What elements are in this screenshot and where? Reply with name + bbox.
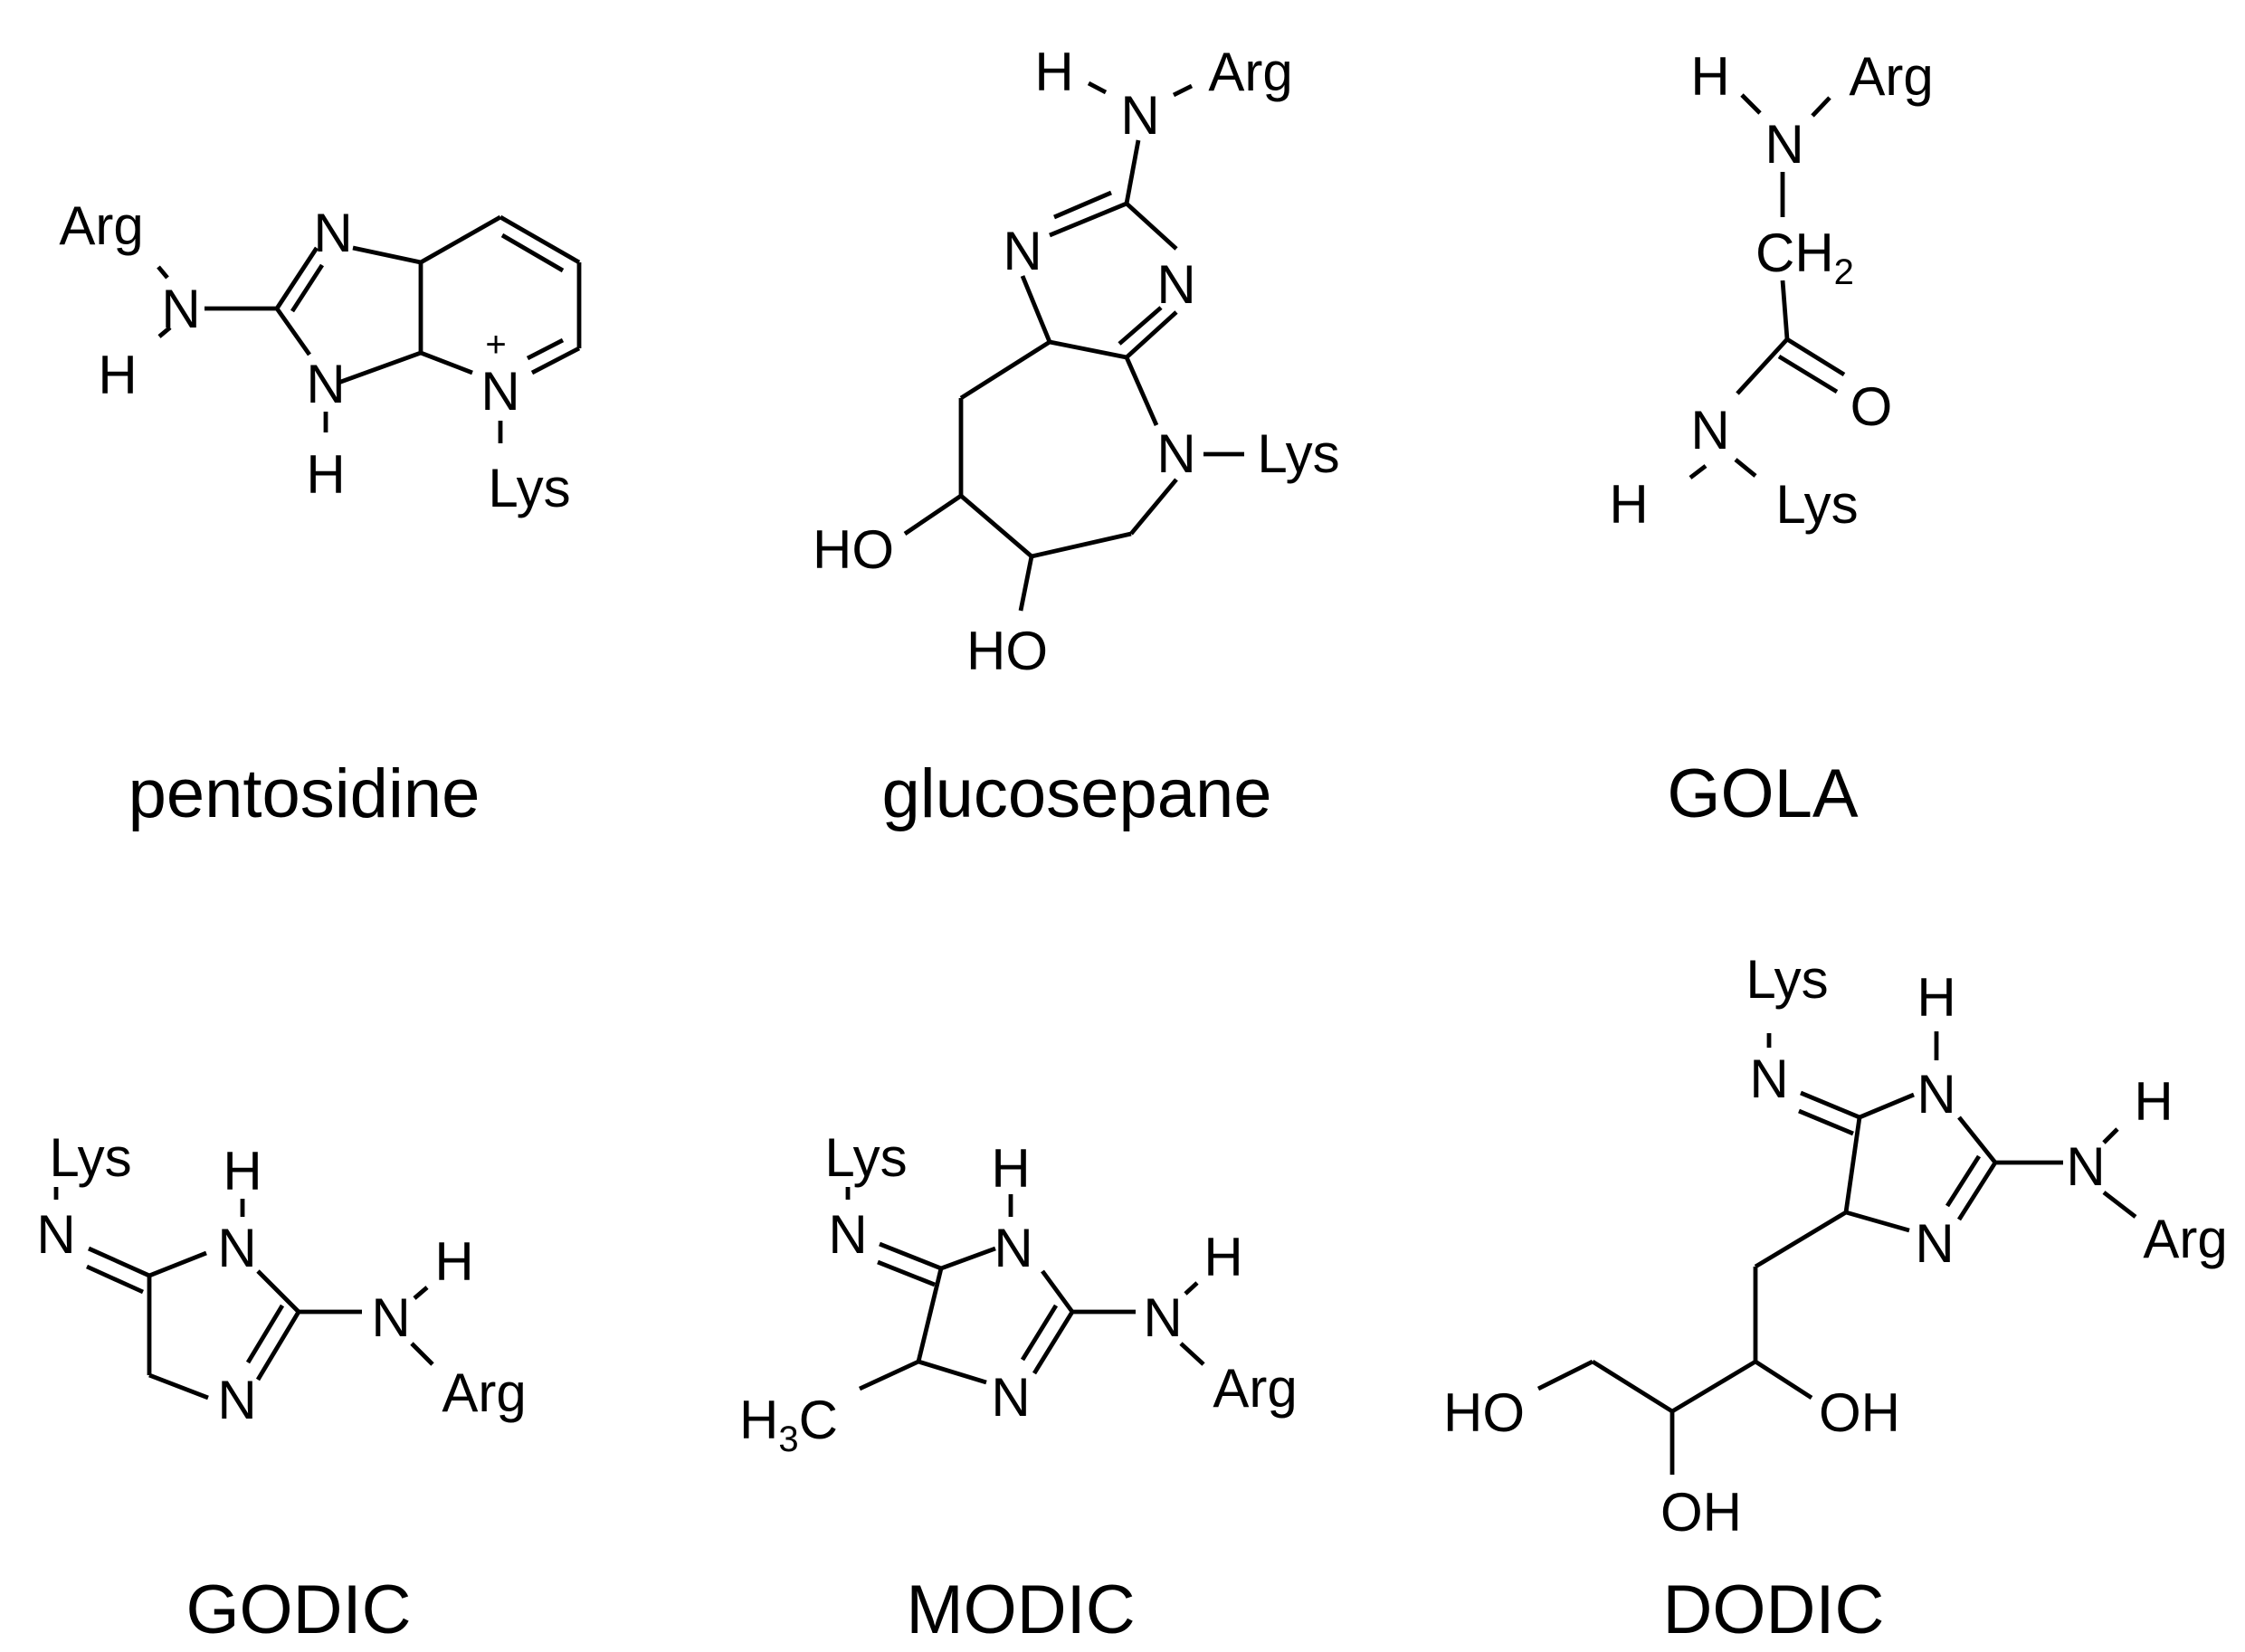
n-atom-label: N [1765, 114, 1803, 175]
methylene-ch: CH [1755, 223, 1834, 283]
lys-label: Lys [824, 1127, 907, 1188]
hydroxyl-label: HO [1443, 1382, 1525, 1443]
lys-label: Lys [1257, 423, 1339, 484]
n-atom-label: N [480, 361, 519, 422]
lys-label: Lys [488, 458, 570, 518]
molecule-godic: Lys N H N N N H Arg GODIC [36, 1127, 526, 1648]
h-atom-label: H [1034, 42, 1073, 102]
molecule-modic: Lys N H N N N H Arg H3C MODIC [739, 1127, 1298, 1648]
hydroxyl-label: HO [813, 519, 894, 580]
hydroxyl-label: OH [1660, 1482, 1742, 1543]
caption-dodic: DODIC [1663, 1571, 1885, 1648]
h-atom-label: H [2134, 1071, 2173, 1132]
arg-label: Arg [442, 1362, 526, 1423]
arg-label: Arg [2143, 1209, 2227, 1269]
n-atom-label: N [828, 1204, 867, 1265]
caption-glucosepane: glucosepane [881, 755, 1271, 832]
n-atom-label: N [1156, 254, 1195, 315]
h-atom-label: H [991, 1138, 1030, 1199]
modic-bonds [845, 1187, 1205, 1391]
h-atom-label: H [98, 345, 137, 405]
molecule-pentosidine: Arg N H N N H N + Lys pentosidine [59, 195, 582, 832]
o-atom-label: O [1850, 376, 1893, 437]
gola-bonds [1689, 93, 1846, 479]
hydroxyl-label: OH [1819, 1382, 1900, 1443]
n-atom-label: N [371, 1287, 410, 1348]
n-atom-label: N [217, 1218, 256, 1278]
lys-label: Lys [49, 1127, 131, 1188]
caption-pentosidine: pentosidine [128, 755, 480, 832]
caption-modic: MODIC [906, 1571, 1135, 1648]
n-atom-label: N [1917, 1064, 1955, 1125]
arg-label: Arg [1213, 1358, 1297, 1419]
n-atom-label: N [313, 203, 352, 263]
lys-label: Lys [1775, 474, 1858, 535]
caption-godic: GODIC [185, 1571, 411, 1648]
n-atom-label: N [306, 354, 345, 414]
arg-label: Arg [1849, 46, 1933, 107]
h-atom-label: H [1917, 967, 1955, 1028]
methylene-subscript: 2 [1834, 252, 1854, 292]
n-atom-label: N [1120, 85, 1159, 146]
methyl-label: H3C [739, 1390, 838, 1459]
arg-label: Arg [1208, 42, 1292, 102]
h-atom-label: H [434, 1231, 473, 1292]
h-atom-label: H [1609, 474, 1648, 535]
n-atom-label: N [1915, 1213, 1954, 1274]
n-atom-label: N [1003, 221, 1042, 281]
n-atom-label: N [1749, 1049, 1788, 1109]
methylene-label: CH2 [1755, 223, 1854, 292]
h-atom-label: H [223, 1141, 262, 1201]
n-atom-label: N [991, 1367, 1030, 1428]
glucosepane-bonds [903, 81, 1244, 612]
molecule-dodic: Lys N H N N N H Arg HO OH OH DODIC [1443, 949, 2228, 1648]
h-atom-label: H [306, 444, 345, 505]
dodic-bonds [1536, 1031, 2137, 1475]
methyl-c: C [799, 1390, 838, 1450]
h-atom-label: H [1690, 46, 1729, 107]
positive-charge-label: + [485, 325, 506, 365]
n-atom-label: N [2066, 1136, 2105, 1197]
h-atom-label: H [1203, 1227, 1242, 1287]
hydroxyl-label: HO [966, 621, 1048, 681]
godic-bonds [53, 1187, 434, 1400]
molecule-glucosepane: H N Arg N N N Lys HO HO glucosepane [813, 42, 1340, 832]
methyl-subscript: 3 [778, 1419, 798, 1459]
n-atom-label: N [1690, 400, 1729, 460]
n-atom-label: N [1143, 1287, 1182, 1348]
n-atom-label: N [217, 1370, 256, 1430]
caption-gola: GOLA [1667, 755, 1858, 832]
pentosidine-bonds [157, 214, 582, 443]
n-atom-label: N [36, 1204, 75, 1265]
n-atom-label: N [1156, 423, 1195, 484]
n-atom-label: N [994, 1218, 1032, 1278]
n-atom-label: N [161, 279, 200, 339]
arg-label: Arg [59, 195, 143, 256]
molecule-gola: H N Arg CH2 O N H Lys GOLA [1609, 46, 1933, 832]
lys-label: Lys [1746, 949, 1828, 1010]
methyl-h: H [739, 1390, 778, 1450]
